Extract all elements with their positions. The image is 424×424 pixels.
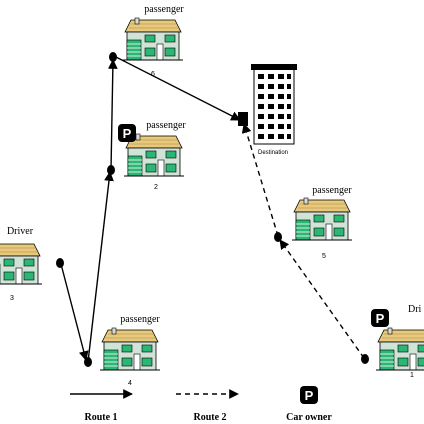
house-3-role: Driver — [7, 226, 34, 237]
route-1-path — [60, 55, 241, 363]
house-5-role: passenger — [312, 185, 352, 196]
node-3 — [56, 258, 64, 268]
house-5-number: 5 — [322, 253, 326, 260]
legend-parking-icon: P — [300, 386, 318, 404]
legend-car-owner-label: Car owner — [286, 412, 332, 423]
house-1-role: Dri — [408, 304, 422, 315]
route-2-path — [241, 123, 365, 359]
house-1: Dri 1 — [375, 304, 424, 379]
node-2 — [107, 165, 115, 175]
node-5 — [274, 232, 282, 242]
house-6-number: 6 — [151, 71, 155, 78]
parking-icon-house-2: P — [118, 124, 136, 142]
house-2-number: 2 — [154, 184, 158, 191]
route2-seg-5-destination — [241, 123, 279, 237]
house-4-number: 4 — [128, 380, 132, 387]
parking-icon-house-1: P — [371, 309, 389, 327]
house-2: passenger 2 — [123, 120, 186, 191]
legend-route2-label: Route 2 — [193, 412, 226, 423]
legend: Route 1 Route 2 P Car owner — [70, 386, 332, 423]
house-6: passenger 6 — [122, 4, 184, 78]
house-2-role: passenger — [146, 120, 186, 131]
house-6-role: passenger — [144, 4, 184, 15]
route-nodes — [56, 52, 369, 367]
svg-text:P: P — [376, 311, 385, 326]
node-1 — [361, 354, 369, 364]
house-3: Driver 3 — [0, 226, 43, 302]
destination-marker — [238, 112, 248, 126]
svg-text:P: P — [305, 388, 314, 403]
route1-seg-2-6 — [107, 59, 118, 171]
node-4 — [84, 357, 92, 367]
destination-label: Destination — [258, 150, 288, 156]
route1-seg-4-2 — [87, 171, 114, 363]
route2-seg-1-5 — [279, 239, 365, 359]
legend-route1-label: Route 1 — [84, 412, 117, 423]
route1-seg-6-destination — [113, 55, 241, 121]
node-6 — [109, 52, 117, 62]
house-4: passenger 4 — [99, 314, 161, 387]
destination-building: Destination — [238, 64, 297, 156]
svg-text:P: P — [123, 126, 132, 141]
house-4-role: passenger — [120, 314, 160, 325]
route1-seg-3-4 — [60, 263, 89, 361]
house-3-number: 3 — [10, 295, 14, 302]
house-5: passenger 5 — [291, 185, 353, 260]
house-1-number: 1 — [410, 372, 414, 379]
